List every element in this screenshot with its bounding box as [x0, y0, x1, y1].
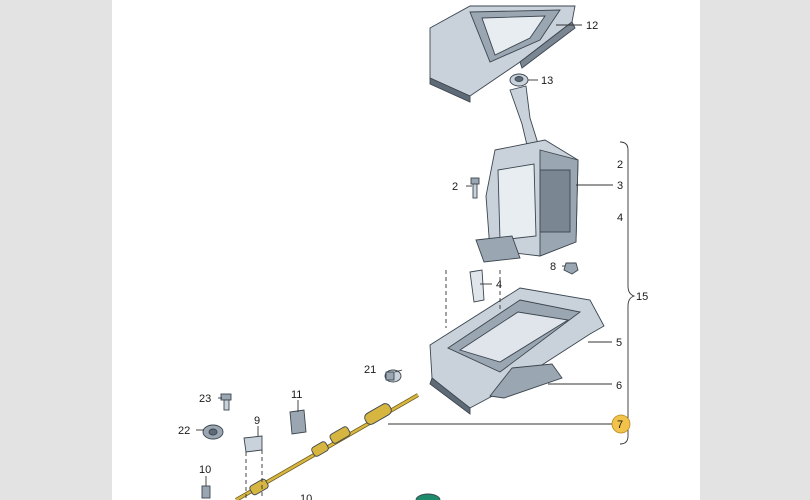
callout-15: 15 [636, 291, 648, 303]
part-3-selector-housing [475, 85, 579, 263]
callout-7: 7 [617, 419, 623, 431]
part-6-plate [489, 363, 563, 399]
callout-10-right: 10 [300, 493, 312, 500]
callout-3: 3 [617, 180, 623, 192]
part-7-selector-cable [235, 393, 419, 500]
part-10-clip [201, 485, 211, 499]
part-4-spring-clip [469, 269, 485, 303]
callout-9: 9 [254, 415, 260, 427]
part-22-ball-joint [202, 424, 224, 440]
part-12-console-cover [429, 5, 576, 103]
part-13-clip [509, 73, 529, 87]
callout-2-upper: 2 [617, 159, 623, 171]
diagram-panel [112, 0, 700, 500]
callout-8: 8 [550, 261, 556, 273]
callout-6: 6 [616, 380, 622, 392]
part-11-bracket [289, 409, 307, 435]
part-5-base-tray [429, 287, 605, 415]
part-8-nut [563, 262, 579, 275]
callout-4-upper: 4 [617, 212, 623, 224]
callout-5: 5 [616, 337, 622, 349]
callout-22: 22 [178, 425, 190, 437]
callout-10-left: 10 [199, 464, 211, 476]
callout-4-clip: 4 [496, 279, 502, 291]
highlight-badge-7 [611, 414, 631, 434]
callout-21: 21 [364, 364, 376, 376]
leader-lines [196, 24, 613, 500]
part-2-bolt [470, 177, 480, 199]
part-19-ring [415, 493, 441, 500]
part-23-bolt [220, 393, 232, 411]
part-9-clip [243, 435, 263, 453]
callout-23: 23 [199, 393, 211, 405]
part-21-clip [384, 369, 402, 383]
callout-12: 12 [586, 20, 598, 32]
group-bracket-15 [619, 141, 636, 445]
callout-2-bolt: 2 [452, 181, 458, 193]
callout-11: 11 [291, 389, 302, 401]
callout-13: 13 [541, 75, 553, 87]
